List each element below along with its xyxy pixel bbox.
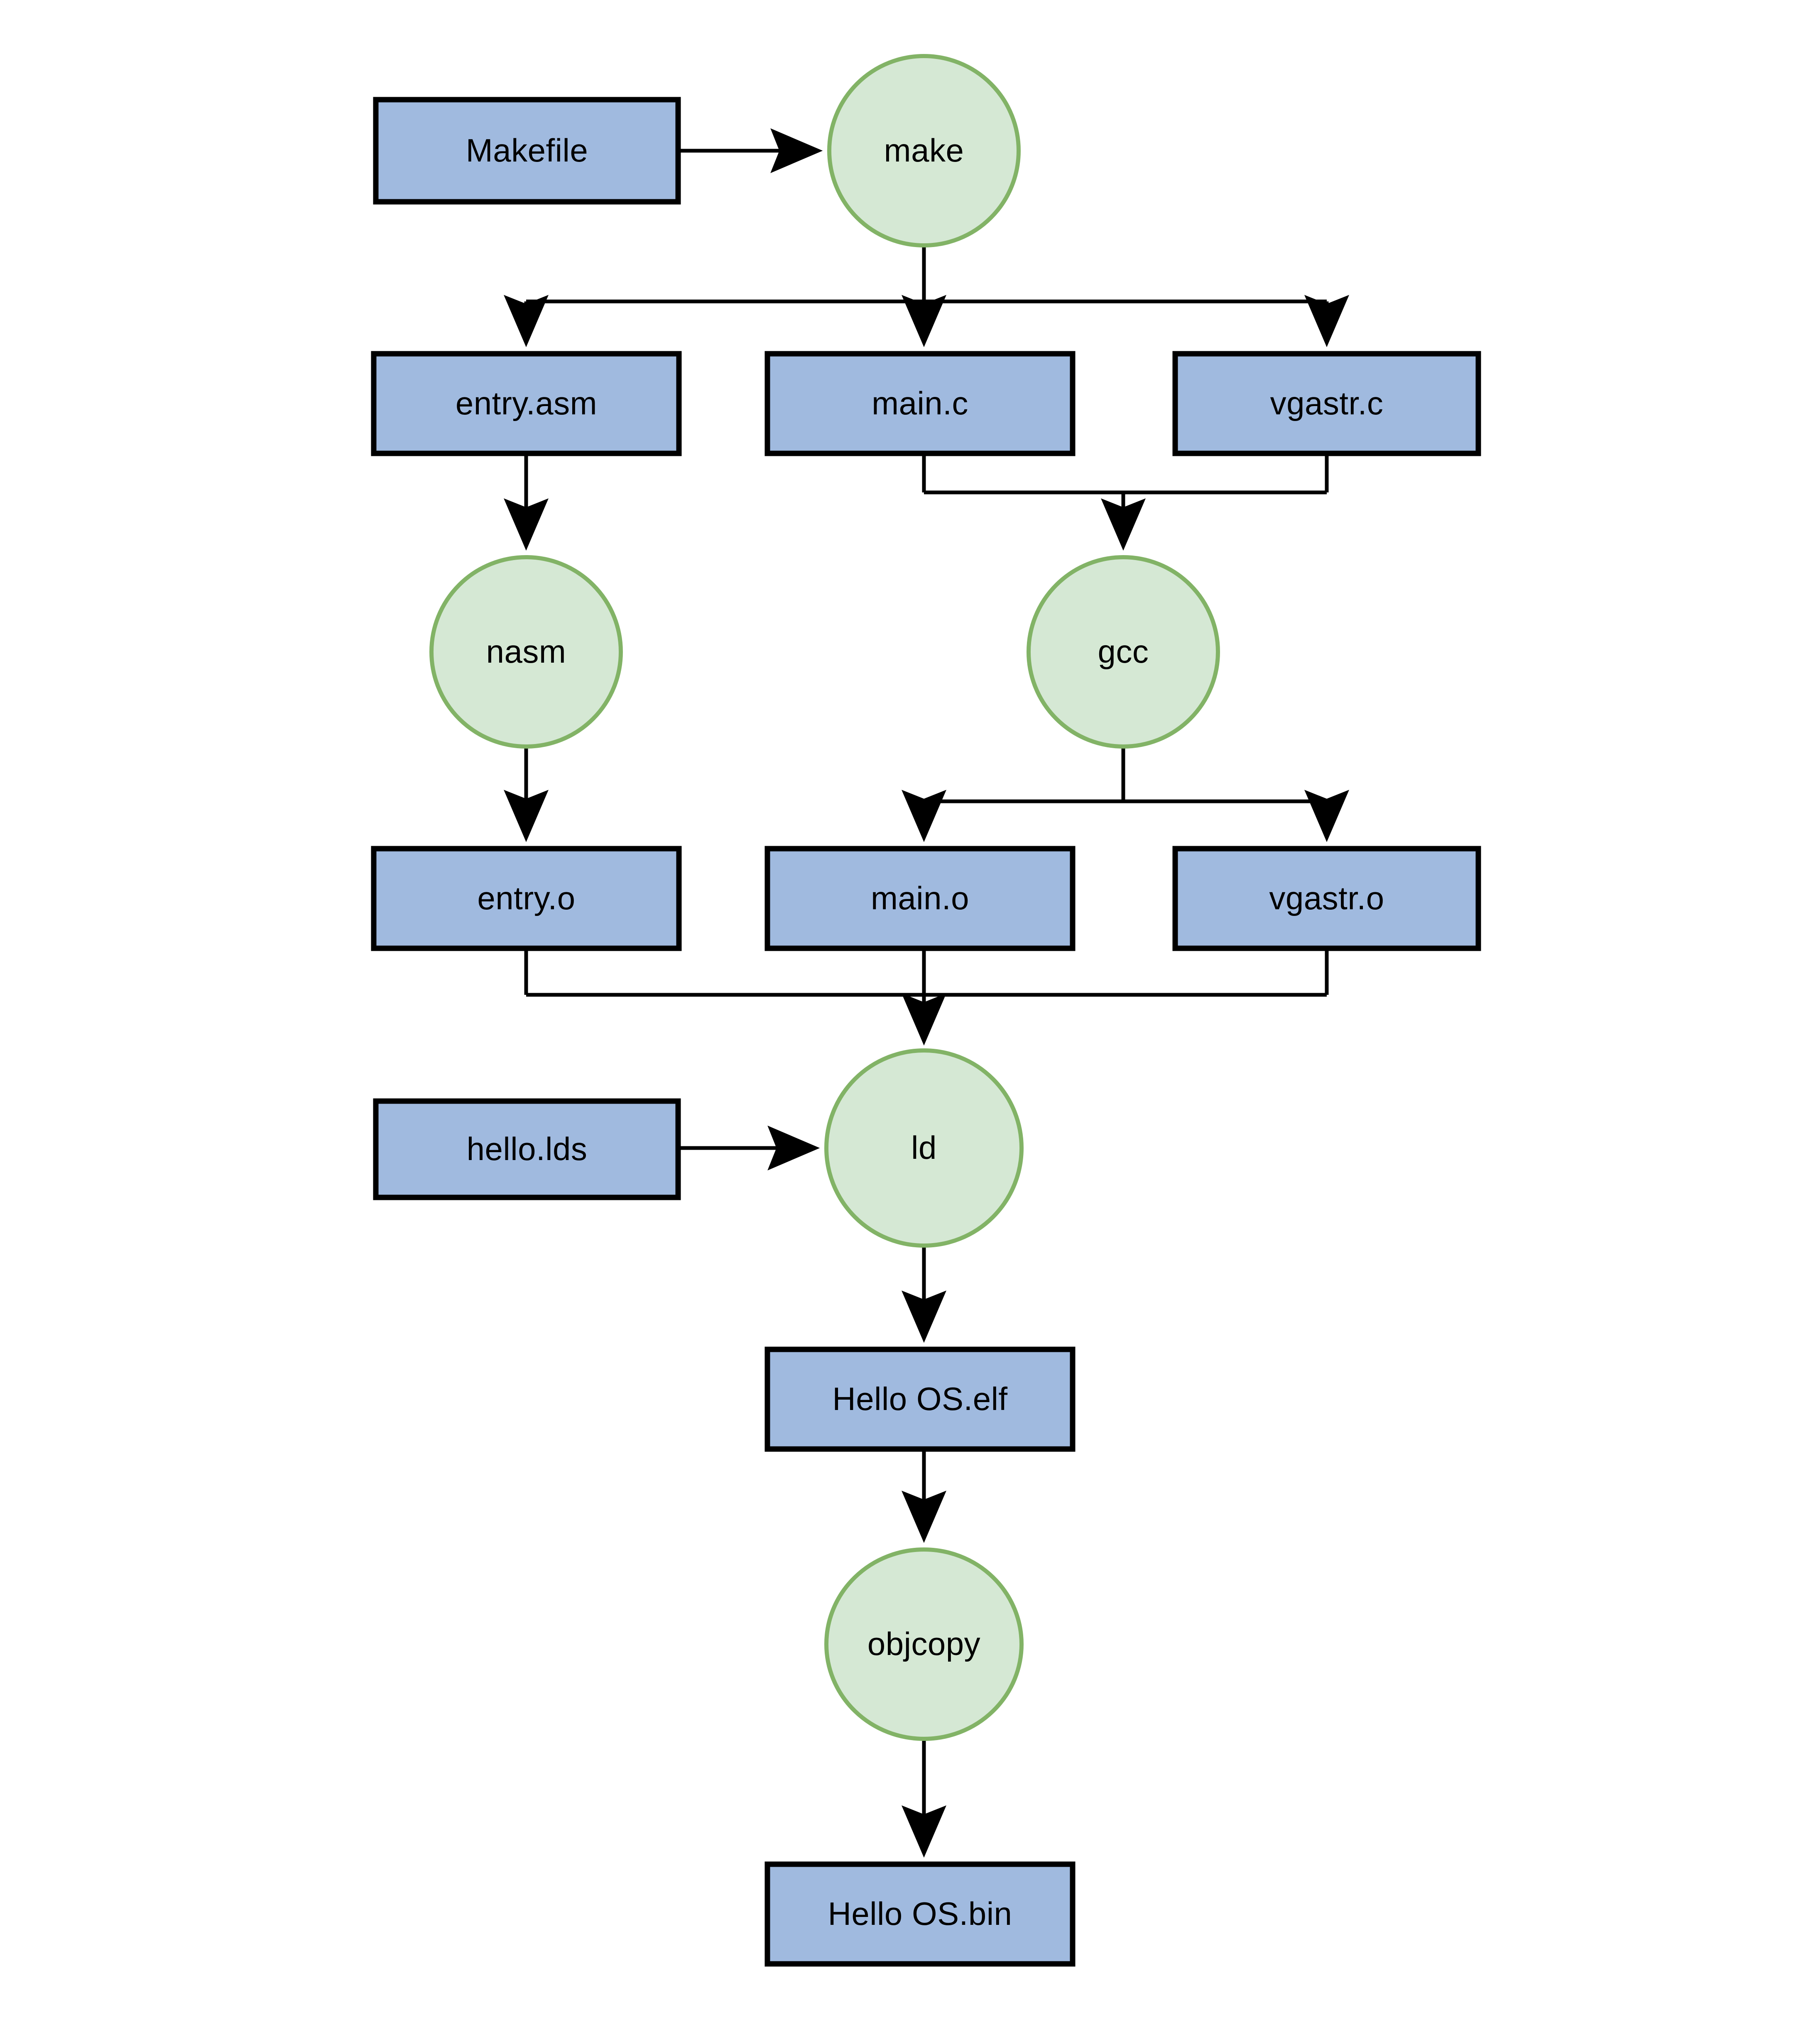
node-vgastr-c[interactable]: [1172, 351, 1481, 456]
node-gcc[interactable]: [1027, 555, 1220, 749]
node-makefile[interactable]: [373, 97, 681, 205]
node-vgastr-o[interactable]: [1172, 846, 1481, 951]
node-hello-os-bin[interactable]: [764, 1861, 1076, 1967]
node-entry-o[interactable]: [371, 846, 682, 951]
node-nasm[interactable]: [429, 555, 623, 749]
node-objcopy[interactable]: [824, 1547, 1024, 1741]
node-main-o[interactable]: [764, 846, 1076, 951]
node-hello-lds[interactable]: [373, 1098, 681, 1200]
node-main-c[interactable]: [764, 351, 1076, 456]
node-ld[interactable]: [824, 1048, 1024, 1248]
node-entry-asm[interactable]: [371, 351, 682, 456]
node-make[interactable]: [827, 54, 1021, 247]
node-hello-os-elf[interactable]: [764, 1346, 1076, 1452]
